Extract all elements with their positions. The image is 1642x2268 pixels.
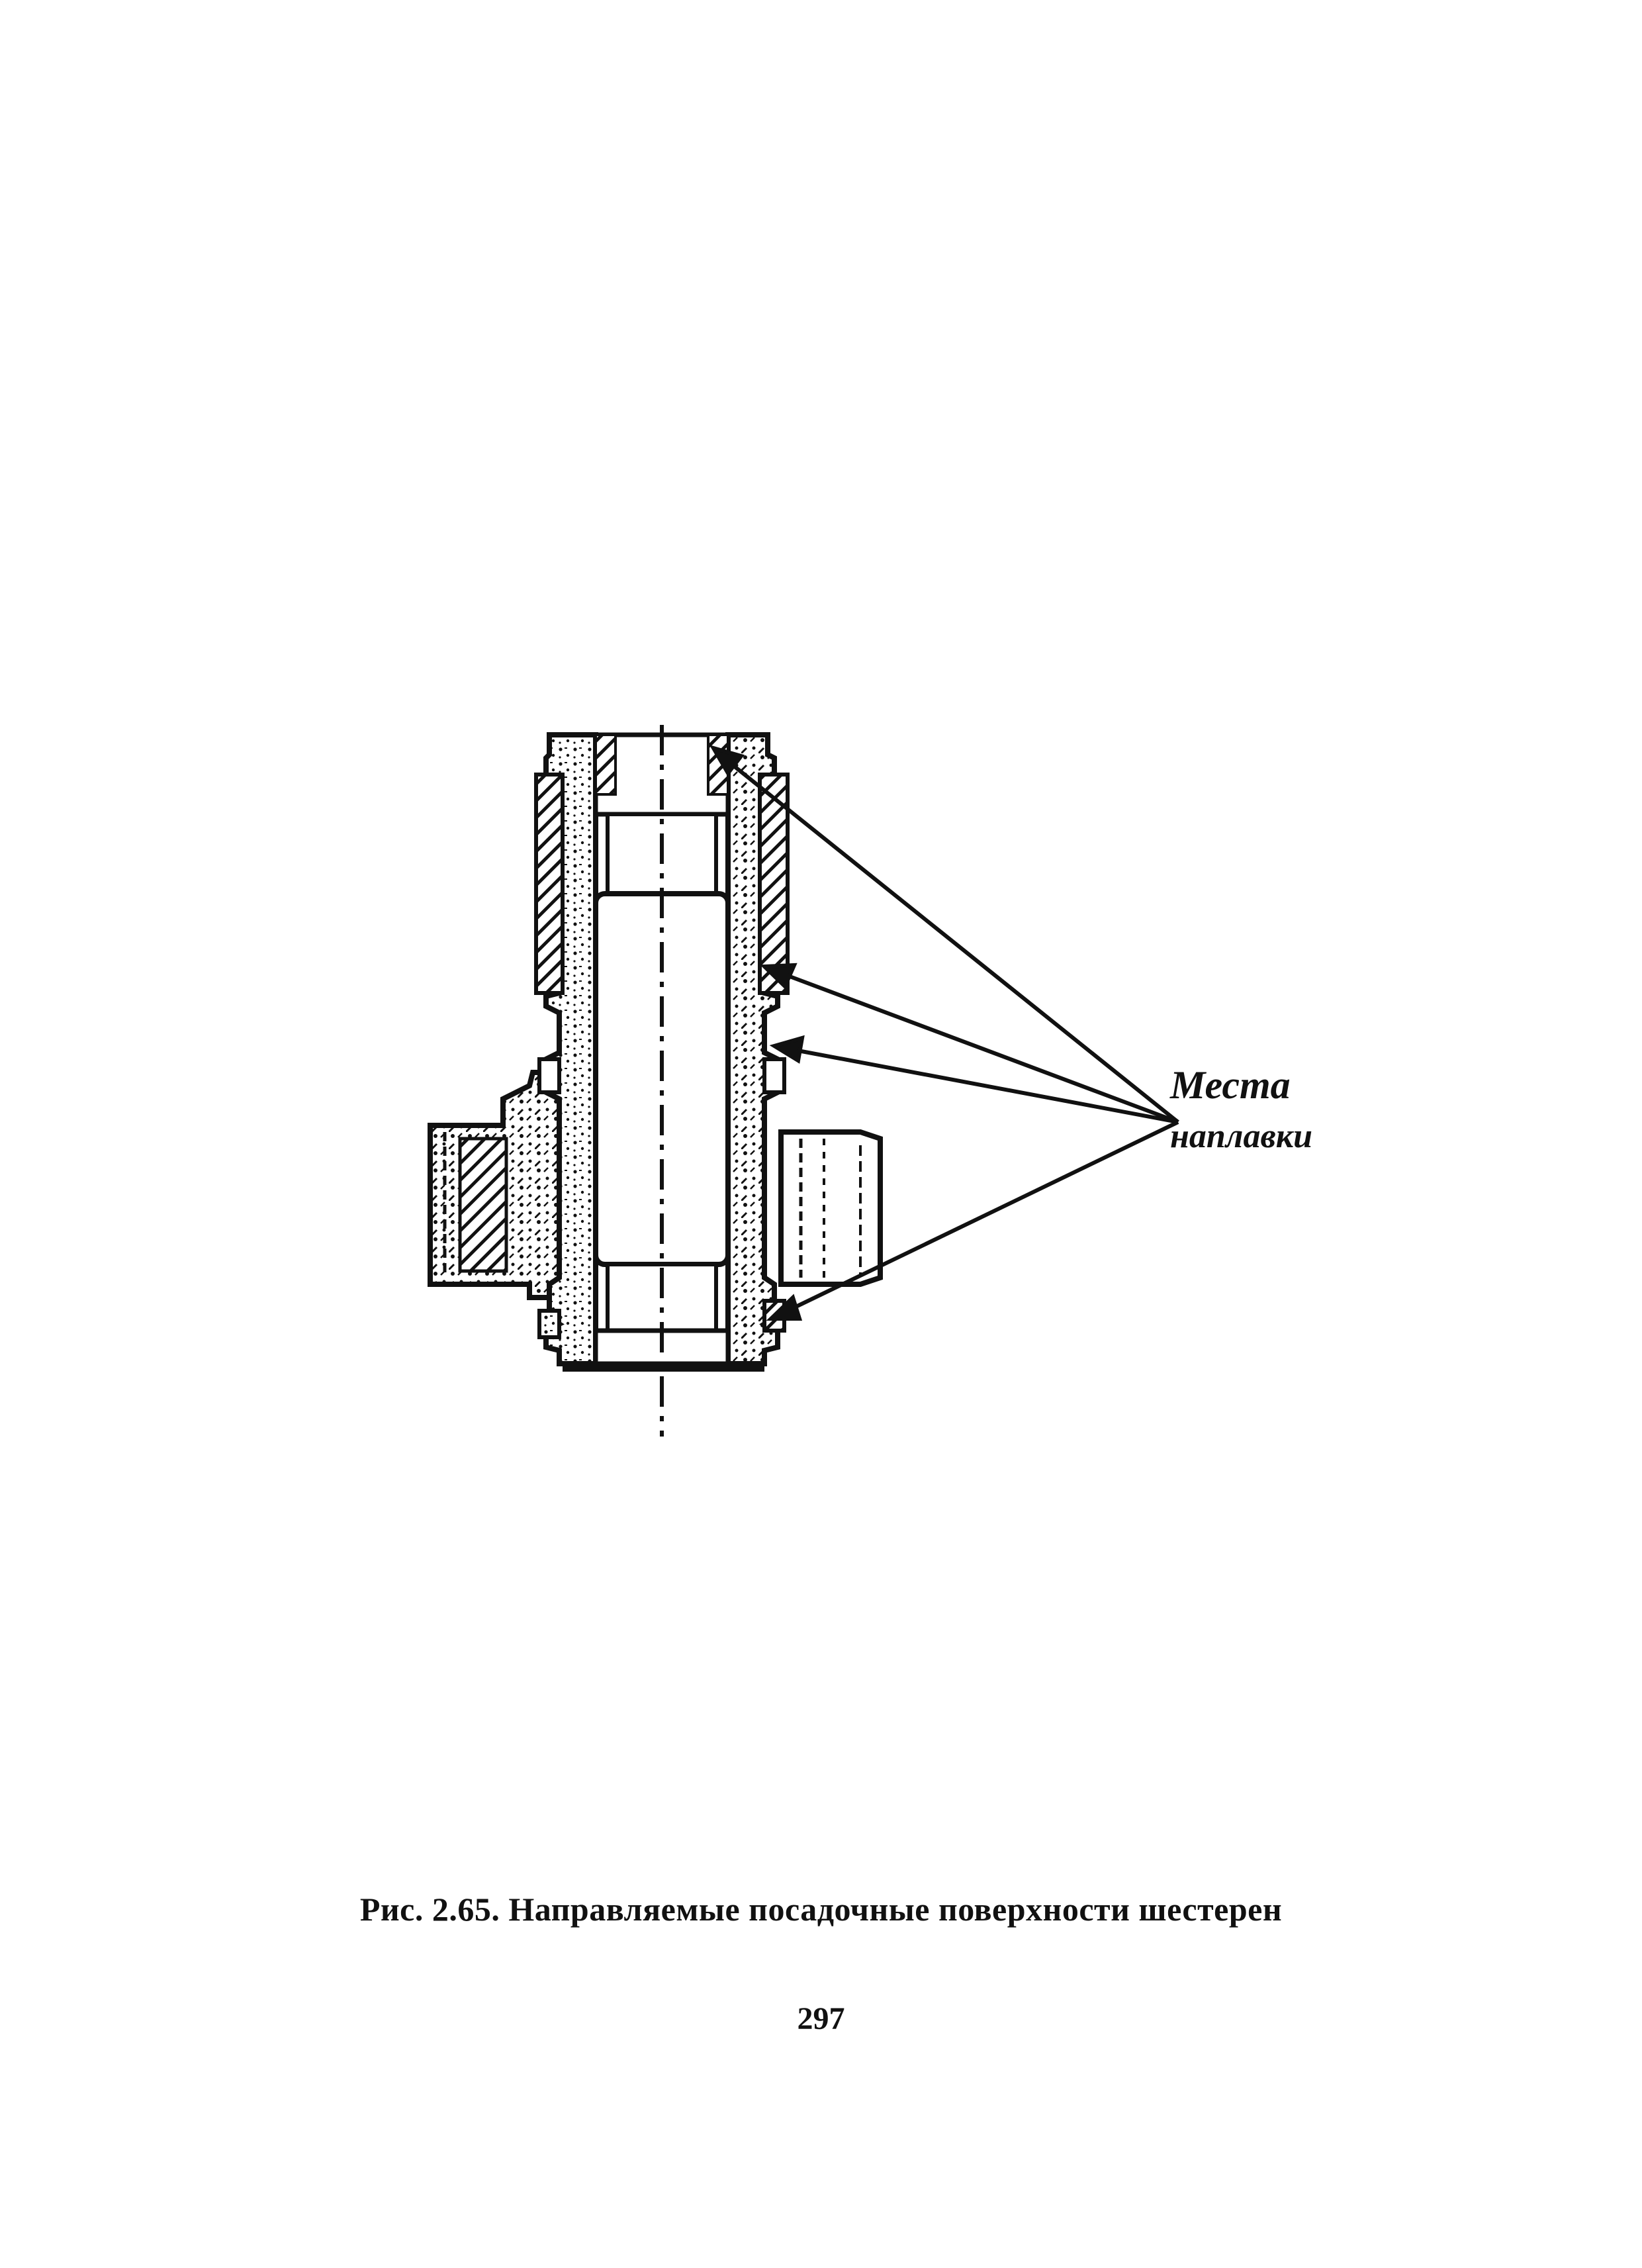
left-gear [428, 1070, 572, 1300]
callout-line-2: наплавки [1170, 1117, 1312, 1155]
welding-spots-label: Места наплавки [1170, 1059, 1389, 1162]
shaft-gear-drawing [397, 702, 1456, 1463]
leader-arrows [709, 745, 1179, 1321]
page-number: 297 [797, 2001, 845, 2036]
figure-caption: Рис. 2.65. Направляемые посадочные повер… [359, 1891, 1283, 1928]
callout-line-1: Места [1170, 1063, 1291, 1107]
right-gear [778, 1129, 883, 1287]
